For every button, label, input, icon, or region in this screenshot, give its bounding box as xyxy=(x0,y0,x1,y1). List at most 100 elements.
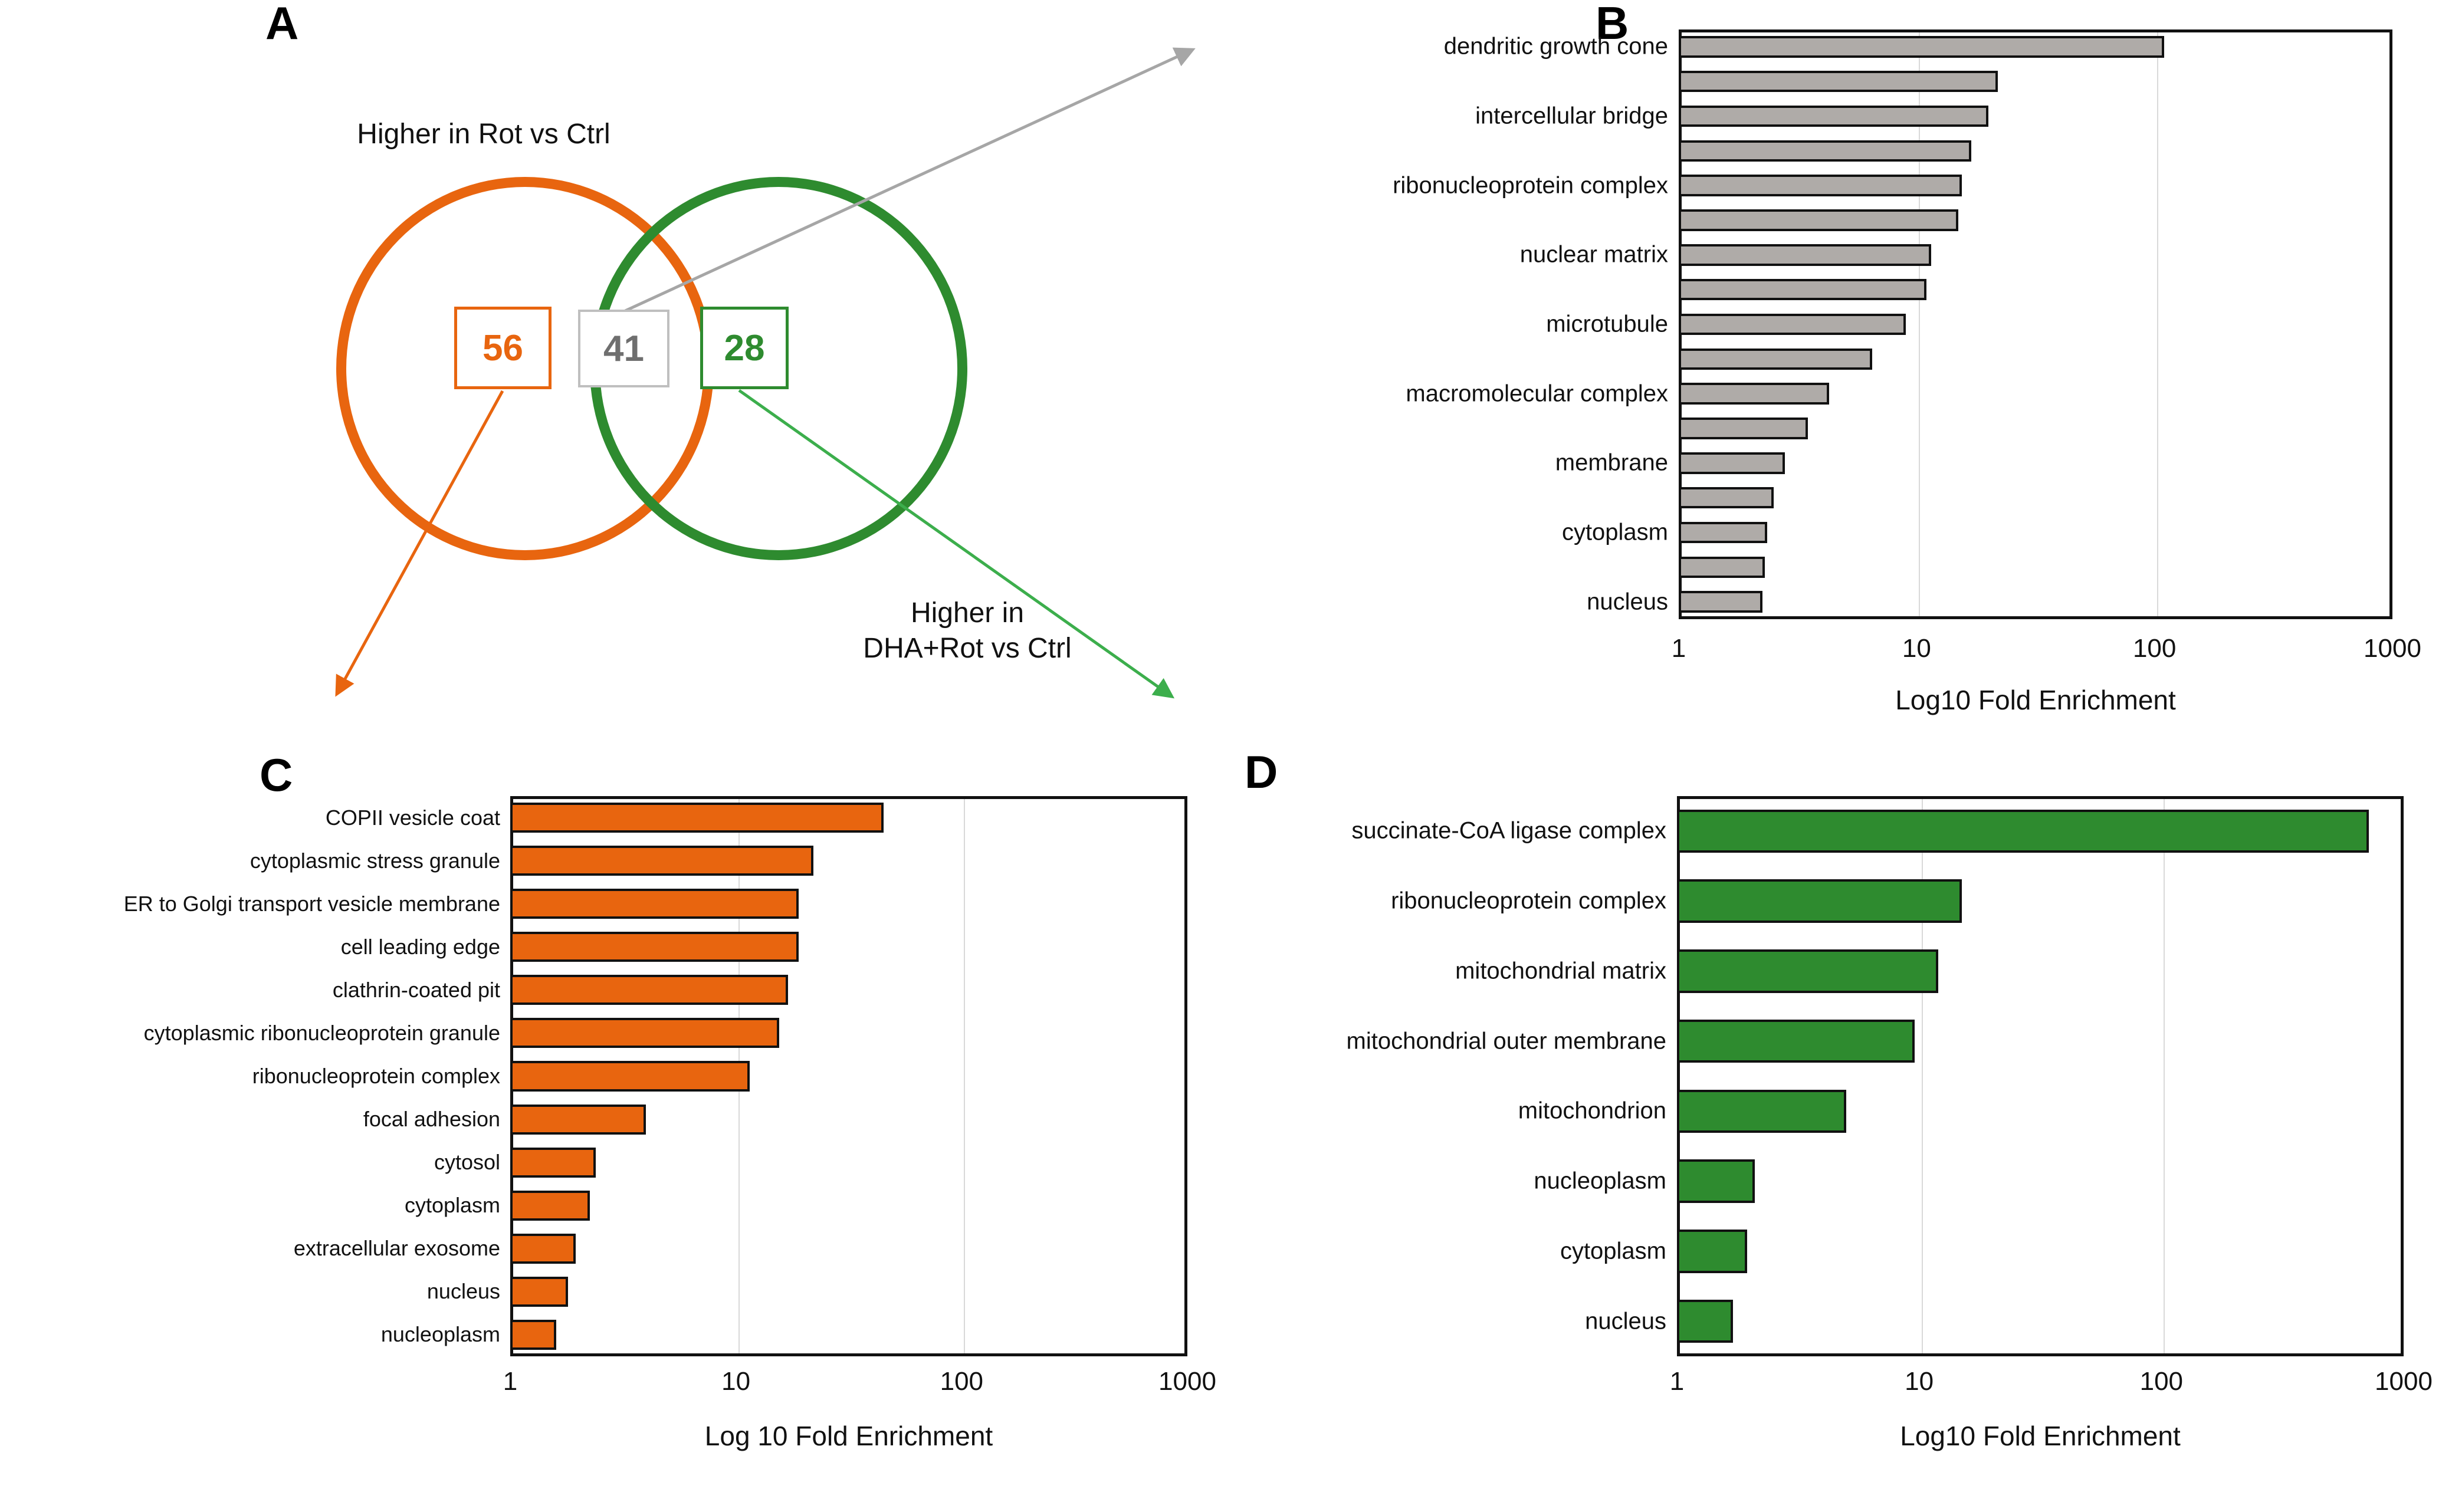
bar xyxy=(1677,1299,1733,1343)
panel-c-chart: C COPII vesicle coat cytoplasmic stress g… xyxy=(0,752,1227,1512)
bar xyxy=(1677,879,1962,923)
category-label: COPII vesicle coat xyxy=(325,805,500,830)
bar xyxy=(1677,809,2369,853)
panel-b-chart: B dendritic growth cone intercellular bri… xyxy=(1227,0,2452,761)
venn-arrows xyxy=(335,47,1196,699)
category-label: cytoplasm xyxy=(1560,1238,1666,1264)
bar xyxy=(1679,140,1972,162)
x-tick-label: 1000 xyxy=(1158,1367,1216,1396)
bar xyxy=(510,889,799,919)
category-label: nuclear matrix xyxy=(1519,241,1668,268)
bar xyxy=(510,1018,779,1048)
x-tick-label: 1000 xyxy=(2375,1367,2433,1396)
x-axis-title: Log10 Fold Enrichment xyxy=(1895,685,2176,715)
panel-letter-c: C xyxy=(260,749,293,801)
category-label: nucleus xyxy=(426,1279,500,1304)
category-label: ribonucleoprotein complex xyxy=(1391,888,1666,914)
plot-area xyxy=(1677,796,2404,1356)
category-label: intercellular bridge xyxy=(1475,103,1668,129)
x-tick-label: 1 xyxy=(1669,1367,1685,1396)
gridline xyxy=(1921,799,1923,1353)
bar xyxy=(510,1104,646,1135)
bar xyxy=(510,975,788,1005)
category-label: membrane xyxy=(1555,449,1668,476)
x-tick-label: 10 xyxy=(1902,634,1931,663)
gridline xyxy=(964,799,966,1353)
category-label: cytoplasmic stress granule xyxy=(250,848,500,873)
x-tick-label: 10 xyxy=(1905,1367,1934,1396)
category-label: ER to Golgi transport vesicle membrane xyxy=(123,891,500,916)
x-axis-title: Log 10 Fold Enrichment xyxy=(704,1421,993,1451)
bar xyxy=(510,846,813,876)
category-label: cytoplasm xyxy=(1561,519,1668,545)
category-label: nucleus xyxy=(1587,589,1668,615)
bar xyxy=(1679,591,1763,613)
bar xyxy=(1677,1089,1847,1133)
category-label: dendritic growth cone xyxy=(1443,33,1668,60)
x-tick-label: 1 xyxy=(1671,634,1686,663)
bar xyxy=(1679,418,1808,439)
x-axis-title: Log10 Fold Enrichment xyxy=(1900,1421,2181,1451)
x-tick-label: 100 xyxy=(940,1367,984,1396)
venn-count-rot-only: 56 xyxy=(454,307,552,389)
bar xyxy=(510,802,884,833)
panel-letter-d: D xyxy=(1245,746,1278,798)
bar xyxy=(1679,36,2165,58)
panel-letter-b: B xyxy=(1596,0,1629,49)
bar xyxy=(1679,244,1931,266)
bar xyxy=(1679,383,1830,405)
venn-count-intersection: 41 xyxy=(578,310,669,387)
category-label: nucleoplasm xyxy=(380,1322,500,1347)
bar xyxy=(1679,313,1906,336)
category-label: nucleoplasm xyxy=(1534,1168,1666,1194)
x-tick-label: 100 xyxy=(2139,1367,2184,1396)
category-label: mitochondrion xyxy=(1518,1097,1666,1124)
bar xyxy=(1679,209,1959,231)
category-label: ribonucleoprotein complex xyxy=(252,1064,500,1088)
x-tick-label: 1000 xyxy=(2364,634,2421,663)
bar xyxy=(510,1276,568,1307)
bar xyxy=(1679,452,1785,474)
bar xyxy=(1677,1230,1748,1273)
bar xyxy=(510,1061,750,1092)
bar xyxy=(1679,71,1998,93)
venn-count-dha-rot-only: 28 xyxy=(700,307,789,389)
category-label: nucleus xyxy=(1585,1308,1666,1334)
panel-letter-a: A xyxy=(265,0,299,49)
bar xyxy=(1679,487,1774,509)
bar xyxy=(1679,521,1767,544)
bar xyxy=(1679,175,1962,196)
panel-a-venn: A Higher in Rot vs Ctrl Higher in DHA+Ro… xyxy=(0,0,1227,761)
venn-title-left: Higher in Rot vs Ctrl xyxy=(357,119,610,150)
x-tick-label: 1 xyxy=(503,1367,518,1396)
panel-d-chart: D succinate-CoA ligase complex ribonucleo… xyxy=(1227,749,2452,1512)
bar xyxy=(1679,348,1872,370)
x-tick-label: 10 xyxy=(721,1367,751,1396)
venn-title-right-line1: Higher in xyxy=(910,597,1025,629)
category-label: mitochondrial matrix xyxy=(1455,958,1666,984)
category-label: cytoplasm xyxy=(404,1193,500,1218)
category-label: microtubule xyxy=(1546,311,1668,337)
category-label: cytosol xyxy=(434,1150,500,1175)
bar xyxy=(510,1147,596,1178)
venn-title-right: Higher in DHA+Rot vs Ctrl xyxy=(863,596,1071,666)
category-label: cell leading edge xyxy=(340,934,500,959)
bar xyxy=(510,1319,557,1350)
category-label: cytoplasmic ribonucleoprotein granule xyxy=(143,1020,500,1045)
bar xyxy=(1677,949,1939,993)
category-label: focal adhesion xyxy=(363,1107,500,1132)
x-tick-label: 100 xyxy=(2132,634,2177,663)
category-label: extracellular exosome xyxy=(293,1236,500,1261)
category-label: mitochondrial outer membrane xyxy=(1346,1028,1666,1054)
gridline xyxy=(2156,32,2158,616)
category-label: succinate-CoA ligase complex xyxy=(1351,817,1666,844)
category-label: clathrin-coated pit xyxy=(332,977,500,1002)
bar xyxy=(510,1190,590,1221)
category-label: macromolecular complex xyxy=(1406,380,1668,407)
bar xyxy=(1679,278,1927,301)
bar xyxy=(510,932,799,962)
bar xyxy=(1677,1159,1755,1203)
category-label: ribonucleoprotein complex xyxy=(1393,172,1668,199)
bar xyxy=(1679,556,1765,578)
gridline xyxy=(1919,32,1921,616)
